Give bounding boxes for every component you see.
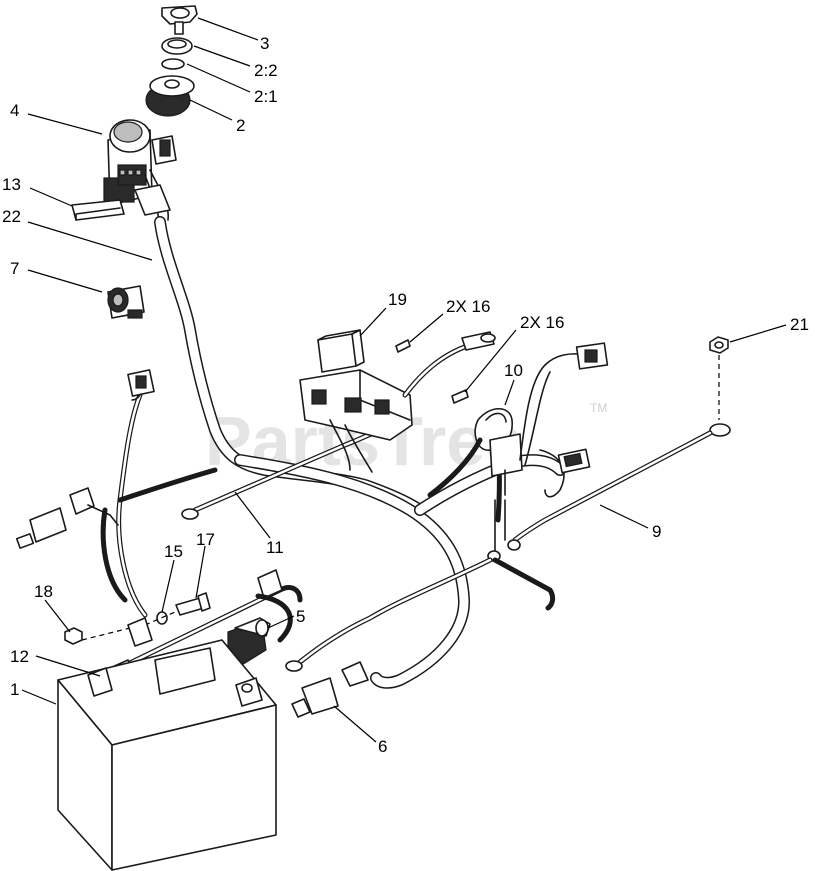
- callout-2x16-a: 2X 16: [446, 297, 490, 316]
- battery-connector-left: [15, 487, 119, 549]
- ignition-key: [161, 5, 198, 35]
- callout-2: 2: [236, 116, 245, 135]
- callout-10: 10: [504, 361, 523, 380]
- ignition-switch: [145, 75, 195, 117]
- callout-4: 4: [10, 101, 19, 120]
- solenoid: [107, 285, 145, 319]
- bolt-17: [175, 592, 211, 616]
- leader-lines: [21, 17, 787, 743]
- callout-18: 18: [34, 582, 53, 601]
- ground-cable: [487, 423, 731, 562]
- callout-2-2: 2:2: [254, 61, 278, 80]
- relay: [317, 329, 365, 373]
- left-wire-loop: [100, 369, 218, 618]
- callout-22: 22: [2, 207, 21, 226]
- callout-21: 21: [790, 315, 809, 334]
- callout-11: 11: [266, 538, 284, 557]
- nut-18: [64, 627, 83, 645]
- watermark-trademark: TM: [590, 401, 607, 415]
- terminal-boot-6: [291, 661, 369, 718]
- callout-2x16-b: 2X 16: [520, 313, 564, 332]
- nut-alignment-line: [81, 627, 131, 641]
- battery-cable-positive: [285, 557, 556, 672]
- battery: [57, 593, 293, 871]
- terminal-boot: [427, 407, 523, 523]
- callout-2-1: 2:1: [254, 87, 278, 106]
- callout-12: 12: [10, 647, 29, 666]
- callout-6: 6: [378, 737, 387, 756]
- callout-3: 3: [260, 34, 269, 53]
- nut-21: [709, 336, 729, 354]
- callout-19: 19: [388, 290, 407, 309]
- switch-nut: [161, 37, 193, 55]
- callout-1: 1: [10, 680, 19, 699]
- callout-17: 17: [196, 530, 215, 549]
- callout-labels: 3 2:2 2:1 2 4 13 22 7 19 2X 16 2X 16 21 …: [2, 34, 809, 756]
- fuse-block: [71, 199, 125, 221]
- relay-mount-module: [299, 331, 496, 473]
- switch-washer: [161, 58, 185, 70]
- callout-13: 13: [2, 175, 21, 194]
- harness-connector-right: [519, 342, 609, 498]
- callout-7: 7: [10, 259, 19, 278]
- screw-16-b: [451, 389, 469, 404]
- bolt-alignment-line: [144, 611, 176, 626]
- switch-module: [103, 119, 177, 223]
- terminal-boot-5: [227, 617, 271, 667]
- screw-16-a: [395, 339, 411, 353]
- callout-15: 15: [164, 542, 183, 561]
- callout-9: 9: [652, 522, 661, 541]
- callout-5: 5: [296, 607, 305, 626]
